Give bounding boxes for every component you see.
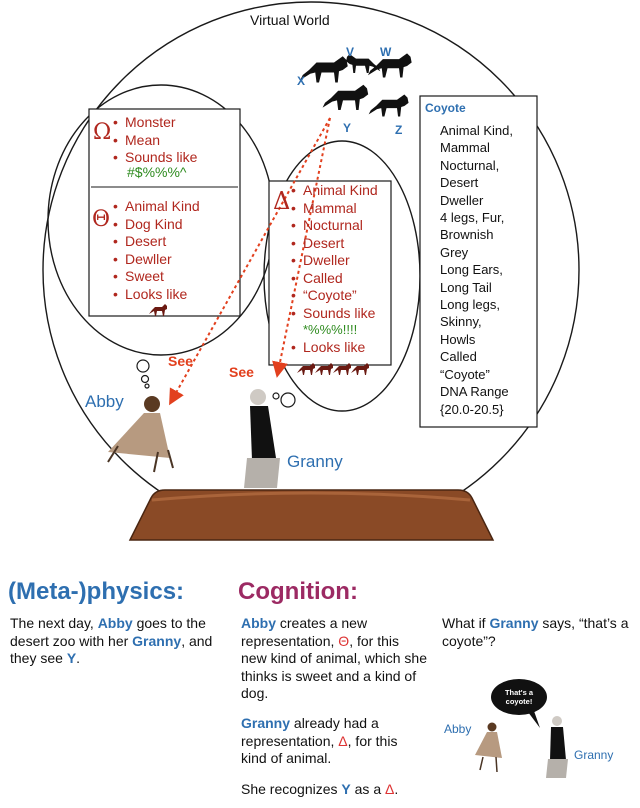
coyote-title: Coyote [425,101,466,115]
speech-bubble [491,679,547,715]
speech-bubble-text: That's a coyote! [504,688,534,706]
wolf-label-y: Y [343,121,352,135]
coyote-line: Long legs, [440,297,500,313]
see-label-abby: See [168,353,193,369]
coyote-definition-box [419,95,538,428]
granny-list-last: Looks like [291,339,365,357]
granny-item: “Coyote” [291,287,378,305]
granny-item: Desert [291,235,378,253]
theta-item: Looks like [113,286,200,304]
coyote-line: Desert [440,175,479,191]
coyote-line: Dweller [440,192,484,208]
mini-granny-figure [546,716,568,778]
physics-text: The next day, Abby goes to the desert zo… [10,615,213,666]
theta-symbol: Θ [92,207,111,232]
wolf-label-z: Z [395,123,403,137]
globe-stand-highlight [151,491,471,502]
wolf-x [300,56,348,83]
cognition-paragraph-1: Abby creates a new representation, Θ, fo… [241,615,427,701]
abby-figure [107,396,174,473]
omega-symbol: Ω [93,120,112,145]
wolf-label-x: X [297,74,306,88]
granny-item: Sounds like [291,305,378,323]
globe-stand [128,489,495,541]
physics-heading: (Meta-)physics: [8,578,185,605]
granny-name-label: Granny [287,452,343,471]
virtual-world-title: Virtual World [250,12,330,28]
wolf-label-w: W [380,45,392,59]
abby-thought-bubble-large [136,359,150,373]
whatif-text: What if Granny says, “that’s a coyote”? [442,615,629,649]
cognition-paragraph-2: Granny already had a representation, Δ, … [241,715,398,766]
omega-list: Monster Mean Sounds like [113,114,197,167]
abby-name-label: Abby [85,392,124,411]
coyote-line: Long Ears, [440,262,503,278]
mini-abby-label: Abby [444,722,472,736]
granny-item: Dweller [291,252,378,270]
coyote-line: Howls [440,331,476,347]
coyote-line: {20.0-20.5} [440,401,504,417]
see-label-granny: See [229,364,254,380]
granny-thought-bubble-small [272,392,280,400]
theta-item: Desert [113,233,200,251]
omega-item: Mean [113,132,197,150]
coyote-line: 4 legs, Fur, [440,210,505,226]
granny-item: Nocturnal [291,217,378,235]
theta-item: Dewller [113,251,200,269]
coyote-line: Brownish [440,227,494,243]
omega-item: Sounds like [113,149,197,167]
coyote-line: Nocturnal, [440,157,500,173]
granny-figure [244,389,280,488]
granny-item: Called [291,270,378,288]
see-arrow-granny [272,117,331,378]
coyote-line: Skinny, [440,314,482,330]
theta-item: Dog Kind [113,216,200,234]
granny-item: Animal Kind [291,182,378,200]
abby-thought-bubble-small [144,383,150,389]
granny-item: Mammal [291,200,378,218]
wolf-z [368,94,409,117]
theta-item: Sweet [113,268,200,286]
granny-thought-bubble-large [280,392,296,408]
theta-item: Animal Kind [113,198,200,216]
theta-list: Animal Kind Dog Kind Desert Dewller Swee… [113,198,200,303]
coyote-line: Called [440,349,477,365]
wolf-y [322,84,369,110]
wolf-label-v: V [346,45,355,59]
delta-symbol: Δ [273,187,291,215]
granny-list: Animal Kind Mammal Nocturnal Desert Dwel… [291,182,378,322]
granny-sound: *%%%!!!! [303,322,358,337]
omega-item: Monster [113,114,197,132]
coyote-line: Mammal [440,140,490,156]
mini-abby-figure [475,722,502,773]
abby-thought-bubble-medium [140,374,150,384]
speech-bubble-tail [528,711,540,728]
coyote-line: Long Tail [440,279,492,295]
granny-item: Looks like [291,339,365,357]
cognition-heading: Cognition: [238,578,358,605]
omega-sound: #$%%%^ [127,164,187,180]
mini-granny-label: Granny [574,748,614,762]
coyote-line: “Coyote” [440,366,490,382]
cognition-paragraph-3: She recognizes Y as a Δ. [241,781,399,797]
coyote-line: Grey [440,244,469,260]
coyote-line: Animal Kind, [440,123,513,138]
coyote-line: DNA Range [440,384,509,400]
